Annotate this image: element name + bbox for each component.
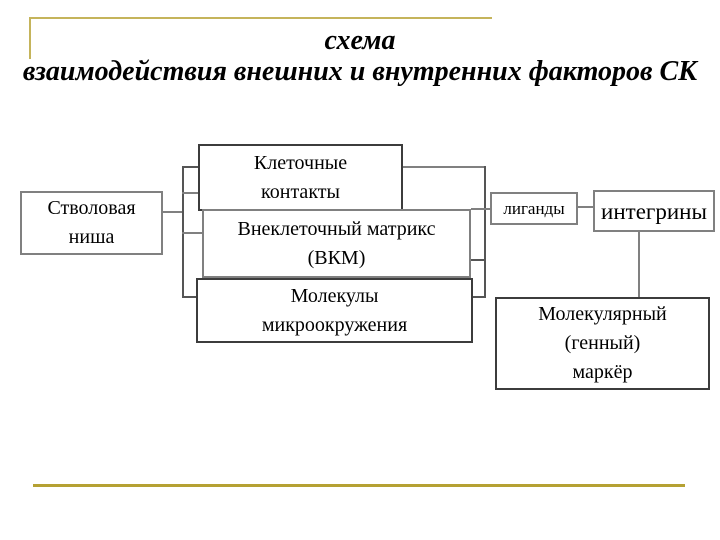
connector-ligands-to-integrins [578, 206, 593, 208]
gold-corner-vertical-line [29, 17, 31, 59]
ligands-label: лиганды [503, 199, 565, 218]
gold-bottom-line [33, 484, 685, 487]
ligands-box: лиганды [490, 192, 578, 225]
stem-niche-box: Стволовая ниша [20, 191, 163, 255]
molecular-marker-label-line2: (генный) [564, 332, 641, 354]
integrins-label: интегрины [601, 198, 707, 224]
connector-right-bracket-mid-stub [471, 259, 484, 261]
gold-corner-horizontal-line [29, 17, 492, 19]
stem-niche-label-line2: ниша [68, 226, 115, 248]
connector-niche-to-bracket [163, 211, 183, 213]
integrins-box: интегрины [593, 190, 715, 232]
cell-contacts-label-line2: контакты [261, 180, 340, 203]
connector-contacts-to-right-bracket [403, 166, 486, 168]
connector-left-bracket-stub-ecm [182, 232, 202, 234]
cell-contacts-box: Клеточные контакты [198, 144, 403, 211]
connector-left-bracket-stub-contacts [182, 192, 198, 194]
molecular-marker-box: Молекулярный (генный) маркёр [495, 297, 710, 390]
extracellular-matrix-label-line1: Внеклеточный матрикс [237, 217, 436, 240]
stem-niche-label-line1: Стволовая [47, 197, 136, 219]
connector-bracket-to-ligands [471, 208, 490, 210]
microenvironment-molecules-box: Молекулы микроокружения [196, 278, 473, 343]
cell-contacts-label-line1: Клеточные [253, 151, 348, 174]
connector-left-bracket-bottom-stub [182, 296, 196, 298]
molecular-marker-label-line1: Молекулярный [538, 303, 667, 325]
microenvironment-label-line1: Молекулы [290, 284, 379, 307]
slide-title-line2: взаимодействия внешних и внутренних факт… [22, 56, 698, 87]
molecular-marker-label-line3: маркёр [572, 361, 633, 383]
connector-right-bracket-vertical [484, 166, 486, 298]
slide-title-line1: схема [324, 25, 396, 56]
connector-left-bracket-top-stub [182, 166, 198, 168]
extracellular-matrix-label-line2: (ВКМ) [307, 246, 366, 269]
connector-right-bracket-bottom-stub [473, 296, 484, 298]
extracellular-matrix-box: Внеклеточный матрикс (ВКМ) [202, 209, 471, 278]
connector-integrins-to-marker [638, 232, 640, 297]
microenvironment-label-line2: микроокружения [261, 313, 408, 336]
slide-title: схема взаимодействия внешних и внутренни… [0, 25, 720, 87]
